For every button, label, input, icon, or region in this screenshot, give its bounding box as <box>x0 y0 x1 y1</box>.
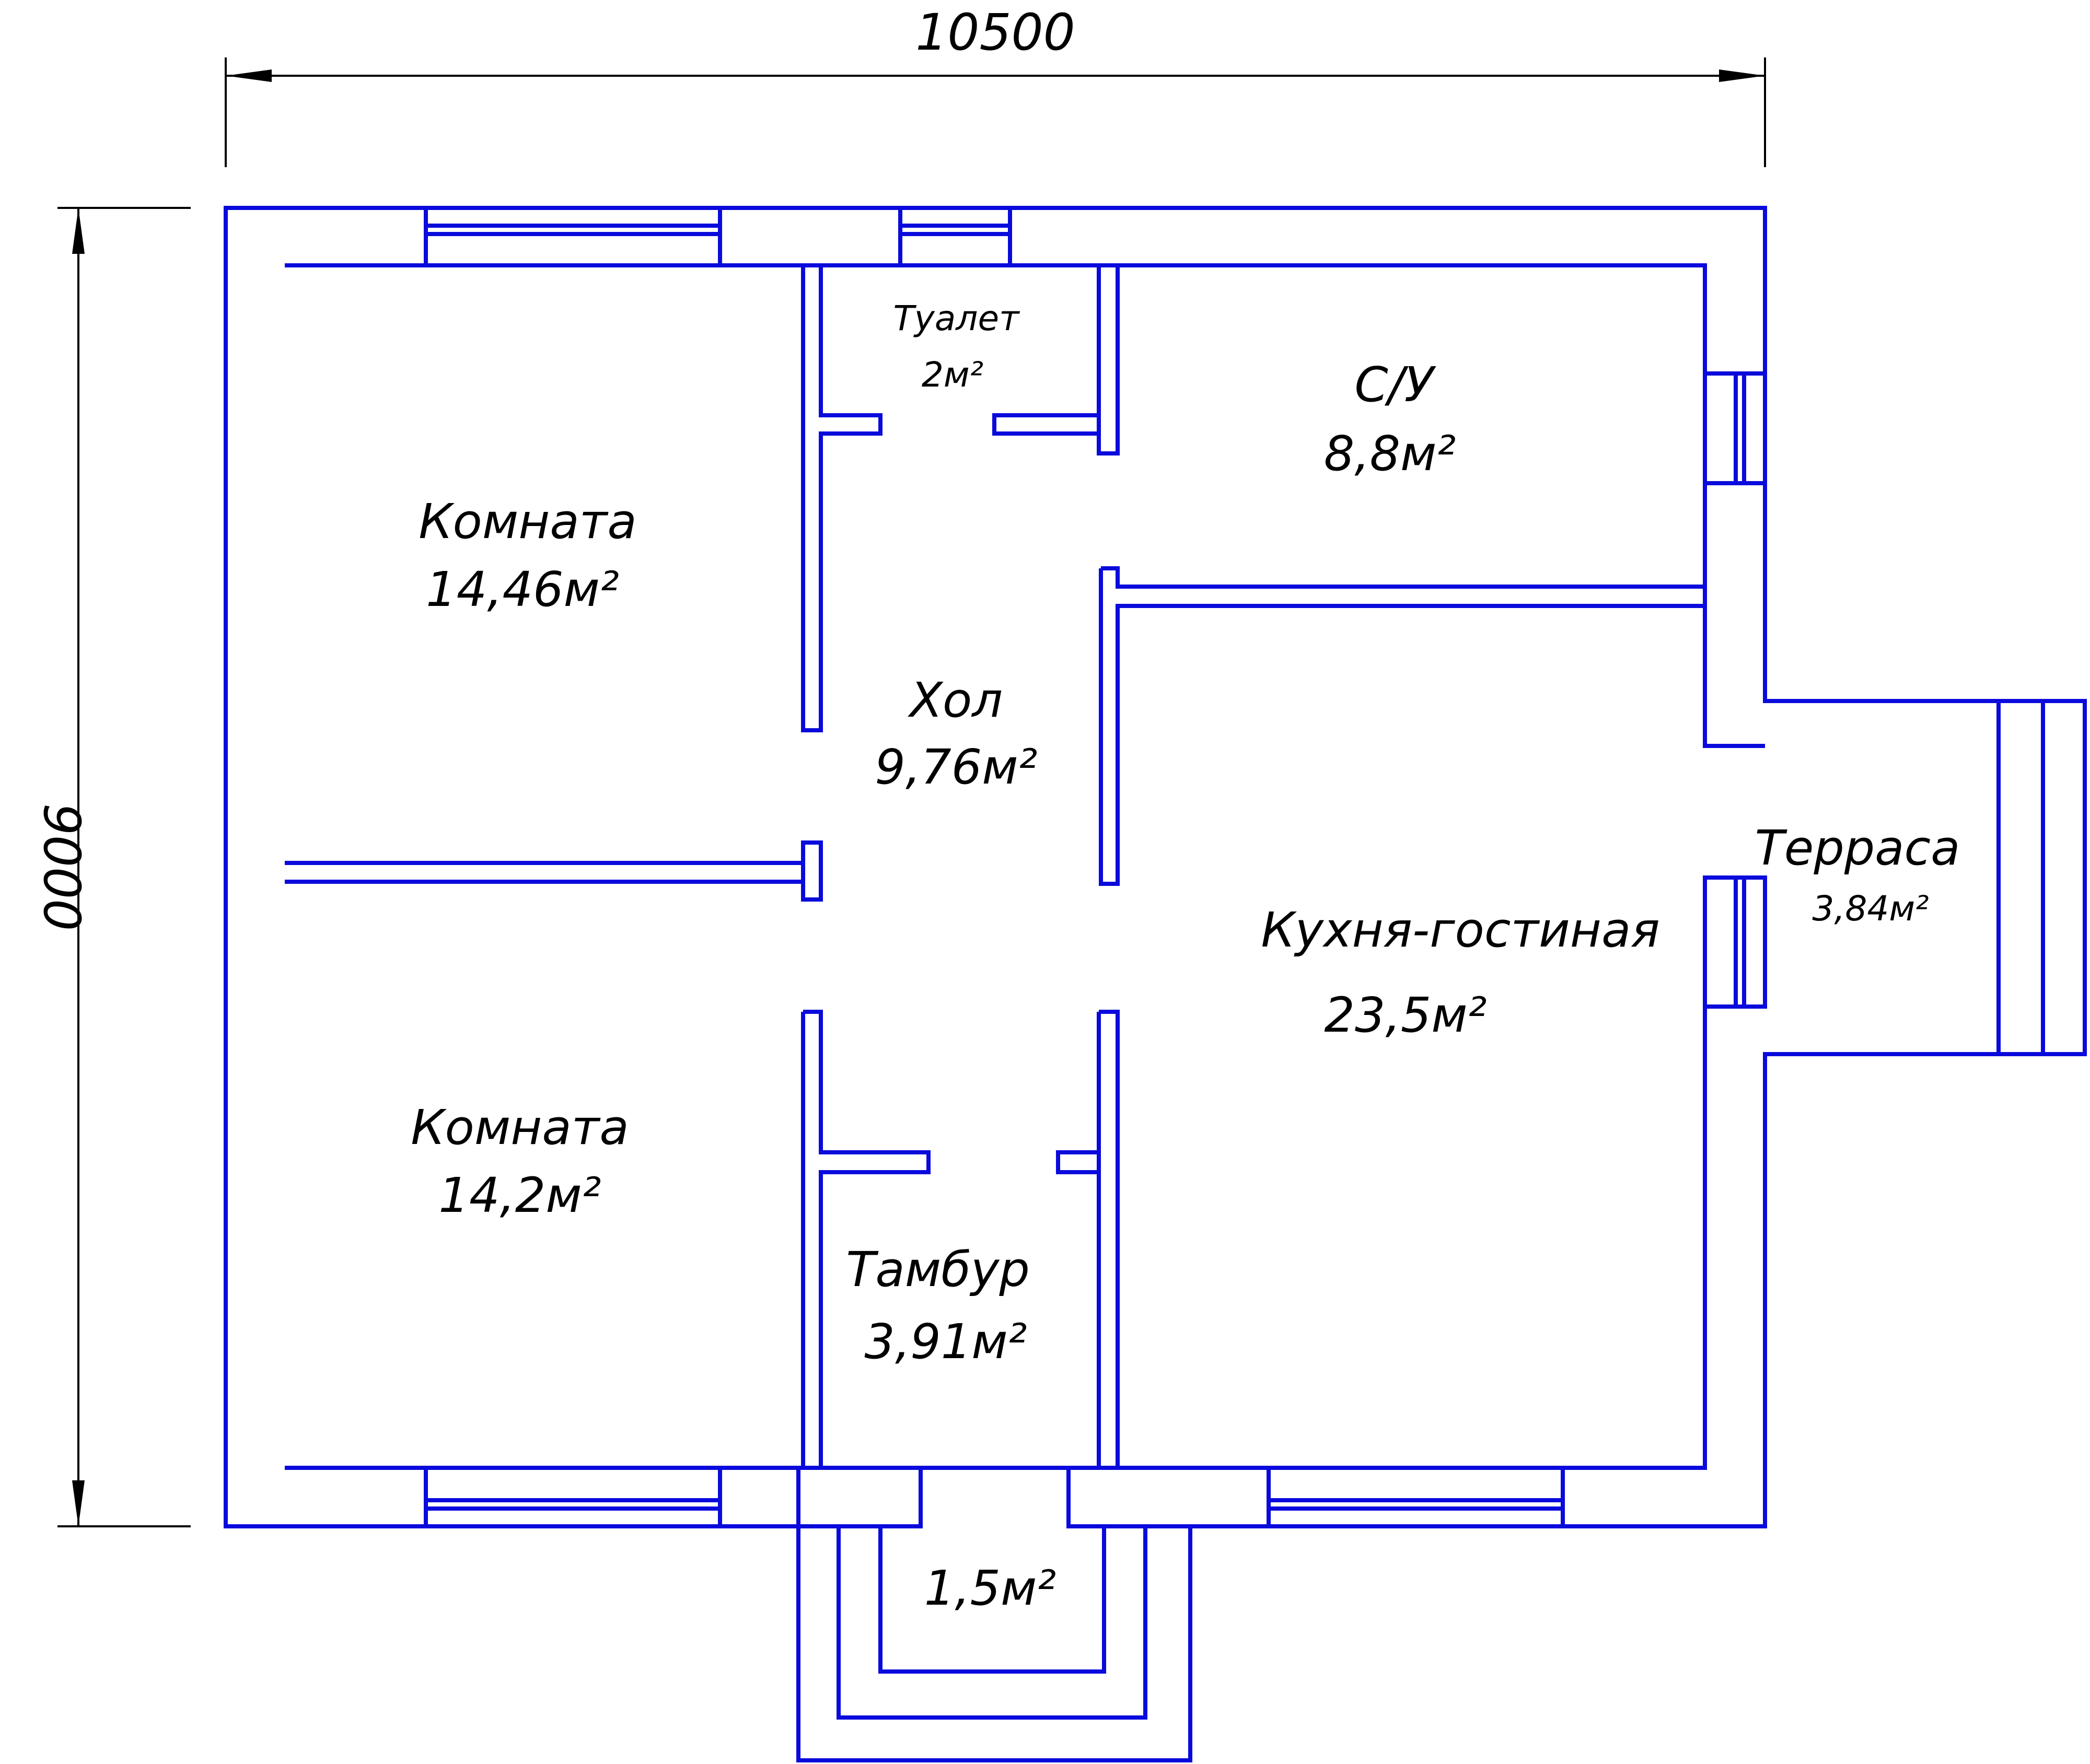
room-terrace: Терраса 3,84м² <box>1755 820 1960 929</box>
room-vestibule: Тамбур 3,91м² <box>846 1242 1030 1370</box>
porch-area: 1,5м² <box>924 1560 1056 1616</box>
height-label: 9000 <box>32 803 91 931</box>
dimension-height: 9000 <box>32 207 191 1527</box>
porch-label: 1,5м² <box>924 1560 1056 1616</box>
room-hall: Хол 9,76м² <box>875 672 1037 795</box>
window-bottom-right <box>1267 1466 1565 1528</box>
vestibule-name: Тамбур <box>846 1242 1030 1298</box>
hall-area: 9,76м² <box>875 739 1037 795</box>
room-2: Комната 14,2м² <box>411 1100 629 1223</box>
width-label: 10500 <box>915 3 1075 62</box>
room2-name: Комната <box>411 1100 629 1155</box>
window-top-small <box>898 206 1012 267</box>
window-right-upper <box>1703 371 1767 485</box>
dimension-width: 10500 <box>225 3 1766 167</box>
bathroom-name: С/У <box>1354 357 1436 413</box>
kitchen-name: Кухня-гостиная <box>1261 902 1659 958</box>
bathroom-area: 8,8м² <box>1324 426 1456 482</box>
toilet-area: 2м² <box>922 355 983 395</box>
room-bathroom: С/У 8,8м² <box>1324 357 1456 482</box>
room-toilet: Туалет 2м² <box>893 298 1020 395</box>
terrace-name: Терраса <box>1755 820 1960 876</box>
room1-area: 14,46м² <box>426 562 619 617</box>
room-kitchen: Кухня-гостиная 23,5м² <box>1261 902 1659 1043</box>
terrace-steps <box>1996 701 2045 1054</box>
room-1: Комната 14,46м² <box>419 494 637 617</box>
room1-name: Комната <box>419 494 637 550</box>
porch <box>796 1526 1192 1762</box>
vestibule-area: 3,91м² <box>864 1314 1027 1370</box>
window-right-lower <box>1703 875 1767 1009</box>
interior-walls <box>285 265 1705 1468</box>
terrace-area: 3,84м² <box>1812 889 1929 929</box>
hall-name: Хол <box>908 672 1003 728</box>
kitchen-area: 23,5м² <box>1324 987 1487 1043</box>
room2-area: 14,2м² <box>438 1167 601 1223</box>
window-top-left <box>424 206 722 267</box>
toilet-name: Туалет <box>893 298 1020 338</box>
window-bottom-left <box>424 1466 722 1528</box>
